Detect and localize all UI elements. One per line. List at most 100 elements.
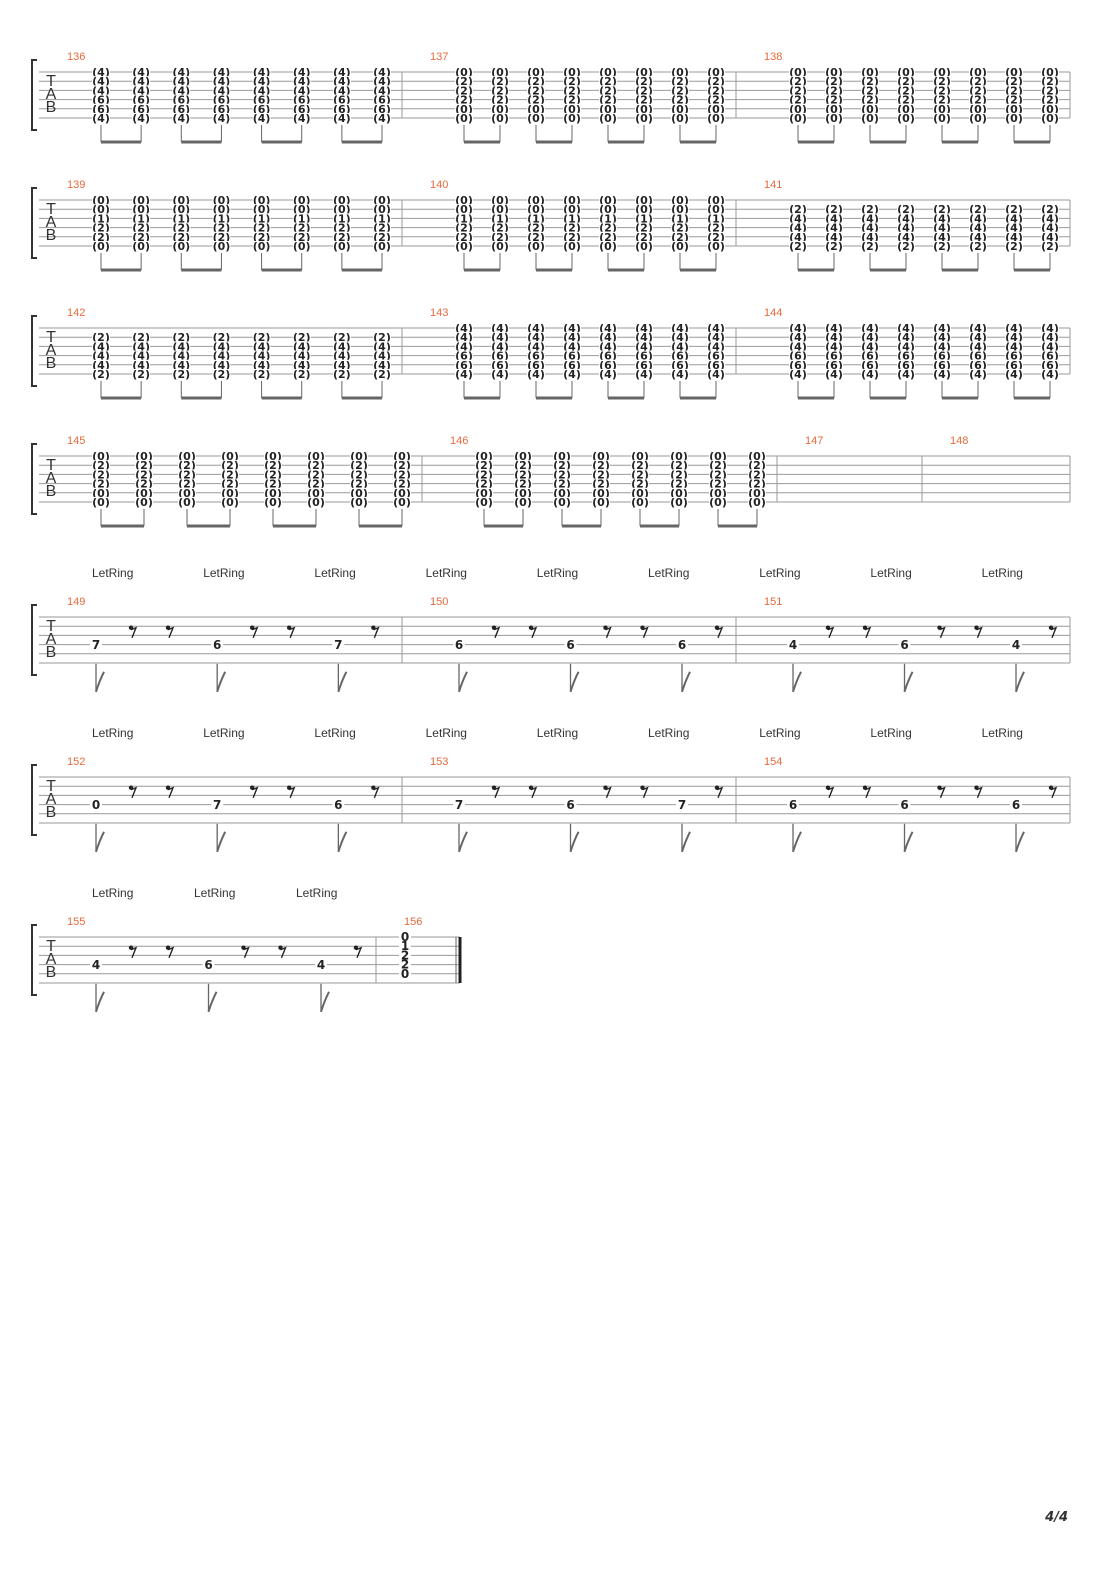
fret-bg [789, 85, 807, 96]
fret-number: (4) [635, 331, 653, 344]
fret-bg [252, 85, 271, 96]
measure-number: 137 [430, 51, 448, 63]
fret-bg [92, 222, 110, 233]
fret-bg [211, 637, 224, 649]
fret-number: (6) [969, 350, 987, 363]
fret-number: (1) [455, 212, 473, 225]
fret-bg [709, 497, 727, 507]
fret-bg [789, 67, 807, 77]
fret-bg [789, 222, 807, 233]
fret-bg [307, 478, 325, 489]
fret-bg [592, 487, 610, 498]
fret-number: (4) [671, 340, 689, 353]
fret-bg [455, 350, 473, 361]
fret-number: (0) [455, 112, 473, 125]
note-flag [681, 671, 691, 693]
fret-number: (4) [253, 340, 271, 353]
chord: (0)(0)(1)(2)(2)(0) [292, 194, 311, 270]
fret-number: (0) [333, 240, 351, 253]
fret-number: (2) [132, 231, 150, 244]
fret-bg [599, 204, 617, 215]
chord: (2)(4)(4)(4)(2) [132, 331, 151, 398]
fret-number: (0) [92, 194, 110, 207]
fret-bg [178, 469, 196, 480]
fret-number: (0) [553, 450, 571, 463]
fret-number: (0) [92, 487, 110, 500]
fret-bg [707, 213, 725, 224]
chord: (0)(2)(2)(2)(0)(0) [307, 450, 325, 526]
chord: (0)(2)(2)(2)(0)(0) [670, 450, 688, 526]
fret-bg [635, 76, 653, 87]
fret-number: 6 [1012, 798, 1020, 812]
fret-bg [332, 350, 351, 361]
fret-bg [1041, 85, 1059, 96]
fret-number: 4 [92, 958, 100, 972]
fret-number: (0) [599, 194, 617, 207]
fret-number: (2) [293, 231, 311, 244]
fret-bg [212, 341, 231, 352]
fret-bg [393, 487, 411, 498]
fret-bg [527, 241, 545, 251]
note-flag [95, 671, 105, 693]
fret-number: (2) [897, 75, 915, 88]
single-note: 7 [90, 637, 105, 693]
fret-bg [212, 332, 231, 343]
eighth-rest [714, 625, 724, 638]
rest-stroke [251, 626, 259, 638]
fret-bg [92, 204, 110, 215]
eighth-rest [249, 625, 259, 638]
fret-number: (2) [599, 94, 617, 107]
fret-number: (2) [825, 240, 843, 253]
eighth-rest [249, 785, 259, 798]
fret-number: (2) [350, 459, 368, 472]
fret-number: (2) [178, 478, 196, 491]
fret-number: (2) [969, 94, 987, 107]
fret-bg [635, 231, 653, 242]
let-ring-label: LetRing [426, 566, 467, 580]
fret-bg [748, 460, 766, 471]
chord: (0)(2)(2)(2)(0)(0) [264, 450, 316, 528]
chord: (0)(2)(2)(2)(0)(0) [748, 450, 766, 526]
fret-bg [933, 323, 951, 333]
fret-bg [221, 497, 239, 507]
fret-bg [132, 103, 151, 114]
single-note: 7 [453, 797, 468, 853]
fret-number: (2) [1041, 94, 1059, 107]
fret-number: (4) [293, 66, 311, 79]
fret-number: (2) [671, 231, 689, 244]
fret-number: (4) [789, 231, 807, 244]
fret-number: (0) [527, 194, 545, 207]
fret-number: (2) [861, 240, 879, 253]
fret-number: 7 [334, 638, 342, 652]
eighth-rest [128, 785, 138, 798]
fret-number: (0) [563, 203, 581, 216]
fret-number: (4) [293, 340, 311, 353]
chord: (0)(2)(2)(2)(0)(0) [635, 66, 653, 142]
fret-number: (2) [670, 459, 688, 472]
fret-number: (0) [861, 66, 879, 79]
tab-clef-letter: T [46, 201, 56, 218]
fret-number: (0) [563, 103, 581, 116]
fret-number: (0) [1005, 112, 1023, 125]
fret-number: (4) [635, 368, 653, 381]
system-bracket [31, 764, 37, 836]
measure-number: 139 [67, 179, 85, 191]
fret-number: (4) [825, 340, 843, 353]
fret-number: (2) [514, 468, 532, 481]
fret-bg [631, 487, 649, 498]
fret-bg [373, 213, 391, 224]
fret-number: (2) [393, 459, 411, 472]
let-ring-label: LetRing [537, 566, 578, 580]
fret-bg [861, 341, 879, 352]
fret-bg [135, 487, 153, 498]
fret-number: (1) [172, 212, 190, 225]
chord: (0)(0)(1)(2)(2)(0) [455, 194, 500, 272]
fret-bg [132, 195, 151, 205]
fret-bg [373, 222, 391, 233]
fret-number: (0) [293, 203, 311, 216]
fret-number: (4) [969, 331, 987, 344]
fret-bg [563, 222, 581, 233]
fret-number: (6) [333, 103, 351, 116]
fret-number: (2) [969, 240, 987, 253]
fret-bg [1041, 113, 1059, 123]
